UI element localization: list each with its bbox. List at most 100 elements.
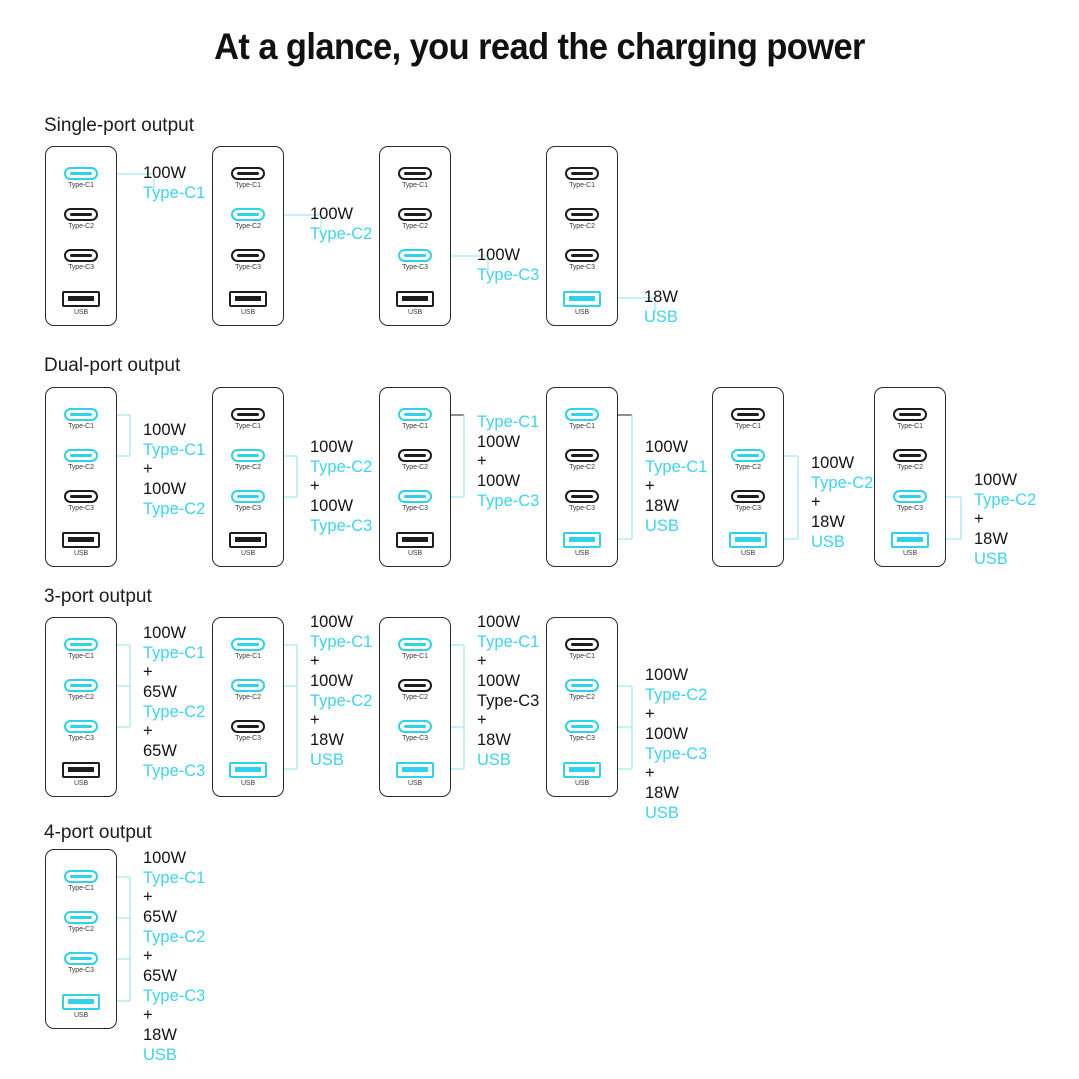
usb-c-icon bbox=[565, 167, 599, 180]
port-c2[interactable]: Type-C2 bbox=[389, 679, 441, 701]
spec-port: Type-C2 bbox=[811, 474, 874, 492]
spec-wattage: 100W bbox=[811, 454, 855, 472]
usb-c-icon bbox=[398, 208, 432, 221]
port-c2-active[interactable]: Type-C2 bbox=[222, 679, 274, 701]
port-c2[interactable]: Type-C2 bbox=[556, 449, 608, 471]
port-c1-active[interactable]: Type-C1 bbox=[389, 638, 441, 660]
port-label-c2: Type-C2 bbox=[402, 694, 428, 701]
spec-wattage: 65W bbox=[143, 908, 177, 926]
usb-c-icon bbox=[893, 490, 927, 503]
port-c1-active[interactable]: Type-C1 bbox=[556, 408, 608, 430]
usb-c-icon bbox=[398, 720, 432, 733]
port-c2-active[interactable]: Type-C2 bbox=[55, 679, 107, 701]
port-usb-active[interactable]: USB bbox=[222, 762, 274, 787]
port-c1[interactable]: Type-C1 bbox=[556, 167, 608, 189]
port-usb-active[interactable]: USB bbox=[556, 291, 608, 316]
port-usb[interactable]: USB bbox=[389, 532, 441, 557]
port-c3[interactable]: Type-C3 bbox=[722, 490, 774, 512]
port-c1-active[interactable]: Type-C1 bbox=[55, 408, 107, 430]
usb-c-icon bbox=[398, 249, 432, 262]
usb-c-icon bbox=[231, 449, 265, 462]
usb-c-icon bbox=[398, 167, 432, 180]
spec-port: Type-C2 bbox=[310, 692, 373, 710]
port-label-c3: Type-C3 bbox=[402, 735, 428, 742]
port-usb[interactable]: USB bbox=[222, 532, 274, 557]
port-c1[interactable]: Type-C1 bbox=[222, 167, 274, 189]
port-usb-active[interactable]: USB bbox=[55, 994, 107, 1019]
port-c3[interactable]: Type-C3 bbox=[222, 249, 274, 271]
port-c1[interactable]: Type-C1 bbox=[389, 167, 441, 189]
port-usb-active[interactable]: USB bbox=[389, 762, 441, 787]
port-c3-active[interactable]: Type-C3 bbox=[55, 952, 107, 974]
port-c3[interactable]: Type-C3 bbox=[556, 249, 608, 271]
port-c2[interactable]: Type-C2 bbox=[389, 449, 441, 471]
port-label-c2: Type-C2 bbox=[68, 223, 94, 230]
port-usb[interactable]: USB bbox=[55, 532, 107, 557]
port-c2-active[interactable]: Type-C2 bbox=[722, 449, 774, 471]
port-c3-active[interactable]: Type-C3 bbox=[389, 720, 441, 742]
spec-port: Type-C3 bbox=[143, 987, 206, 1005]
port-label-usb: USB bbox=[902, 550, 918, 557]
port-label-usb: USB bbox=[407, 309, 423, 316]
port-c3[interactable]: Type-C3 bbox=[55, 249, 107, 271]
port-usb[interactable]: USB bbox=[222, 291, 274, 316]
port-c1[interactable]: Type-C1 bbox=[884, 408, 936, 430]
port-label-c3: Type-C3 bbox=[235, 505, 261, 512]
port-c2[interactable]: Type-C2 bbox=[556, 208, 608, 230]
port-usb-active[interactable]: USB bbox=[884, 532, 936, 557]
port-c2-active[interactable]: Type-C2 bbox=[55, 911, 107, 933]
port-c2[interactable]: Type-C2 bbox=[884, 449, 936, 471]
port-usb-active[interactable]: USB bbox=[556, 532, 608, 557]
port-c3-active[interactable]: Type-C3 bbox=[884, 490, 936, 512]
port-label-c2: Type-C2 bbox=[235, 694, 261, 701]
usb-c-icon bbox=[231, 720, 265, 733]
port-c1[interactable]: Type-C1 bbox=[722, 408, 774, 430]
port-c2-active[interactable]: Type-C2 bbox=[222, 208, 274, 230]
spec-wattage: 18W bbox=[811, 513, 845, 531]
spec-port: USB bbox=[644, 308, 678, 326]
port-c3-active[interactable]: Type-C3 bbox=[389, 249, 441, 271]
port-usb[interactable]: USB bbox=[389, 291, 441, 316]
spec-wattage: 100W bbox=[477, 246, 521, 264]
port-c2-active[interactable]: Type-C2 bbox=[222, 449, 274, 471]
port-c1-active[interactable]: Type-C1 bbox=[55, 870, 107, 892]
port-c3-active[interactable]: Type-C3 bbox=[222, 490, 274, 512]
port-usb-active[interactable]: USB bbox=[722, 532, 774, 557]
port-c2-active[interactable]: Type-C2 bbox=[55, 449, 107, 471]
port-c2[interactable]: Type-C2 bbox=[55, 208, 107, 230]
usb-c-icon bbox=[398, 408, 432, 421]
usb-c-icon bbox=[64, 208, 98, 221]
port-c1-active[interactable]: Type-C1 bbox=[55, 167, 107, 189]
port-c1-active[interactable]: Type-C1 bbox=[55, 638, 107, 660]
port-usb[interactable]: USB bbox=[55, 291, 107, 316]
port-label-c1: Type-C1 bbox=[68, 182, 94, 189]
port-c1[interactable]: Type-C1 bbox=[222, 408, 274, 430]
port-c3-active[interactable]: Type-C3 bbox=[55, 720, 107, 742]
port-c1[interactable]: Type-C1 bbox=[556, 638, 608, 660]
port-c3[interactable]: Type-C3 bbox=[556, 490, 608, 512]
usb-a-icon bbox=[62, 762, 100, 778]
port-usb[interactable]: USB bbox=[55, 762, 107, 787]
port-label-c1: Type-C1 bbox=[68, 423, 94, 430]
usb-a-icon bbox=[229, 532, 267, 548]
port-label-c2: Type-C2 bbox=[402, 223, 428, 230]
port-c3[interactable]: Type-C3 bbox=[222, 720, 274, 742]
port-c3-active[interactable]: Type-C3 bbox=[389, 490, 441, 512]
port-c3-active[interactable]: Type-C3 bbox=[556, 720, 608, 742]
spec-wattage: 65W bbox=[143, 967, 177, 985]
port-c3[interactable]: Type-C3 bbox=[55, 490, 107, 512]
port-c1-active[interactable]: Type-C1 bbox=[222, 638, 274, 660]
spec-port: USB bbox=[645, 804, 679, 822]
usb-a-icon bbox=[229, 762, 267, 778]
usb-c-icon bbox=[398, 490, 432, 503]
port-c2-active[interactable]: Type-C2 bbox=[556, 679, 608, 701]
port-label-usb: USB bbox=[574, 550, 590, 557]
port-c1-active[interactable]: Type-C1 bbox=[389, 408, 441, 430]
port-usb-active[interactable]: USB bbox=[556, 762, 608, 787]
spec-wattage: 100W bbox=[143, 164, 187, 182]
port-c2[interactable]: Type-C2 bbox=[389, 208, 441, 230]
spec-port: USB bbox=[811, 533, 845, 551]
